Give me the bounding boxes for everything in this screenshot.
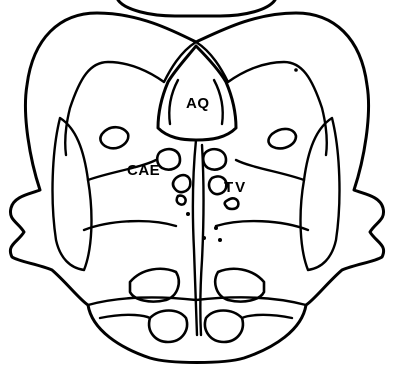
left-nucleus-blob-1 [100, 127, 128, 148]
label-aq: AQ [186, 96, 210, 111]
right-nucleus-blob-2 [203, 149, 226, 169]
top-structure-outline [118, 0, 275, 16]
right-pyramid [205, 311, 243, 343]
dot-2 [202, 236, 206, 240]
left-pyramid [149, 311, 187, 343]
left-nucleus-blob-4 [177, 196, 186, 205]
label-cae: CAE [127, 163, 160, 178]
midline-raphe [193, 140, 197, 335]
left-nucleus-blob-3 [173, 175, 190, 192]
left-nucleus-blob-2 [157, 149, 180, 169]
left-lateral-column [53, 118, 92, 270]
right-lateral-column [301, 118, 340, 270]
aqueduct-outline [158, 46, 236, 140]
right-nucleus-blob-4 [225, 198, 239, 209]
dot-3 [214, 226, 218, 230]
midline-raphe-parallel [200, 145, 203, 335]
label-tv: TV [224, 180, 247, 195]
dot-1 [186, 212, 190, 216]
dot-4 [218, 238, 222, 242]
dot-5 [294, 68, 298, 72]
right-nucleus-blob-1 [269, 129, 296, 148]
